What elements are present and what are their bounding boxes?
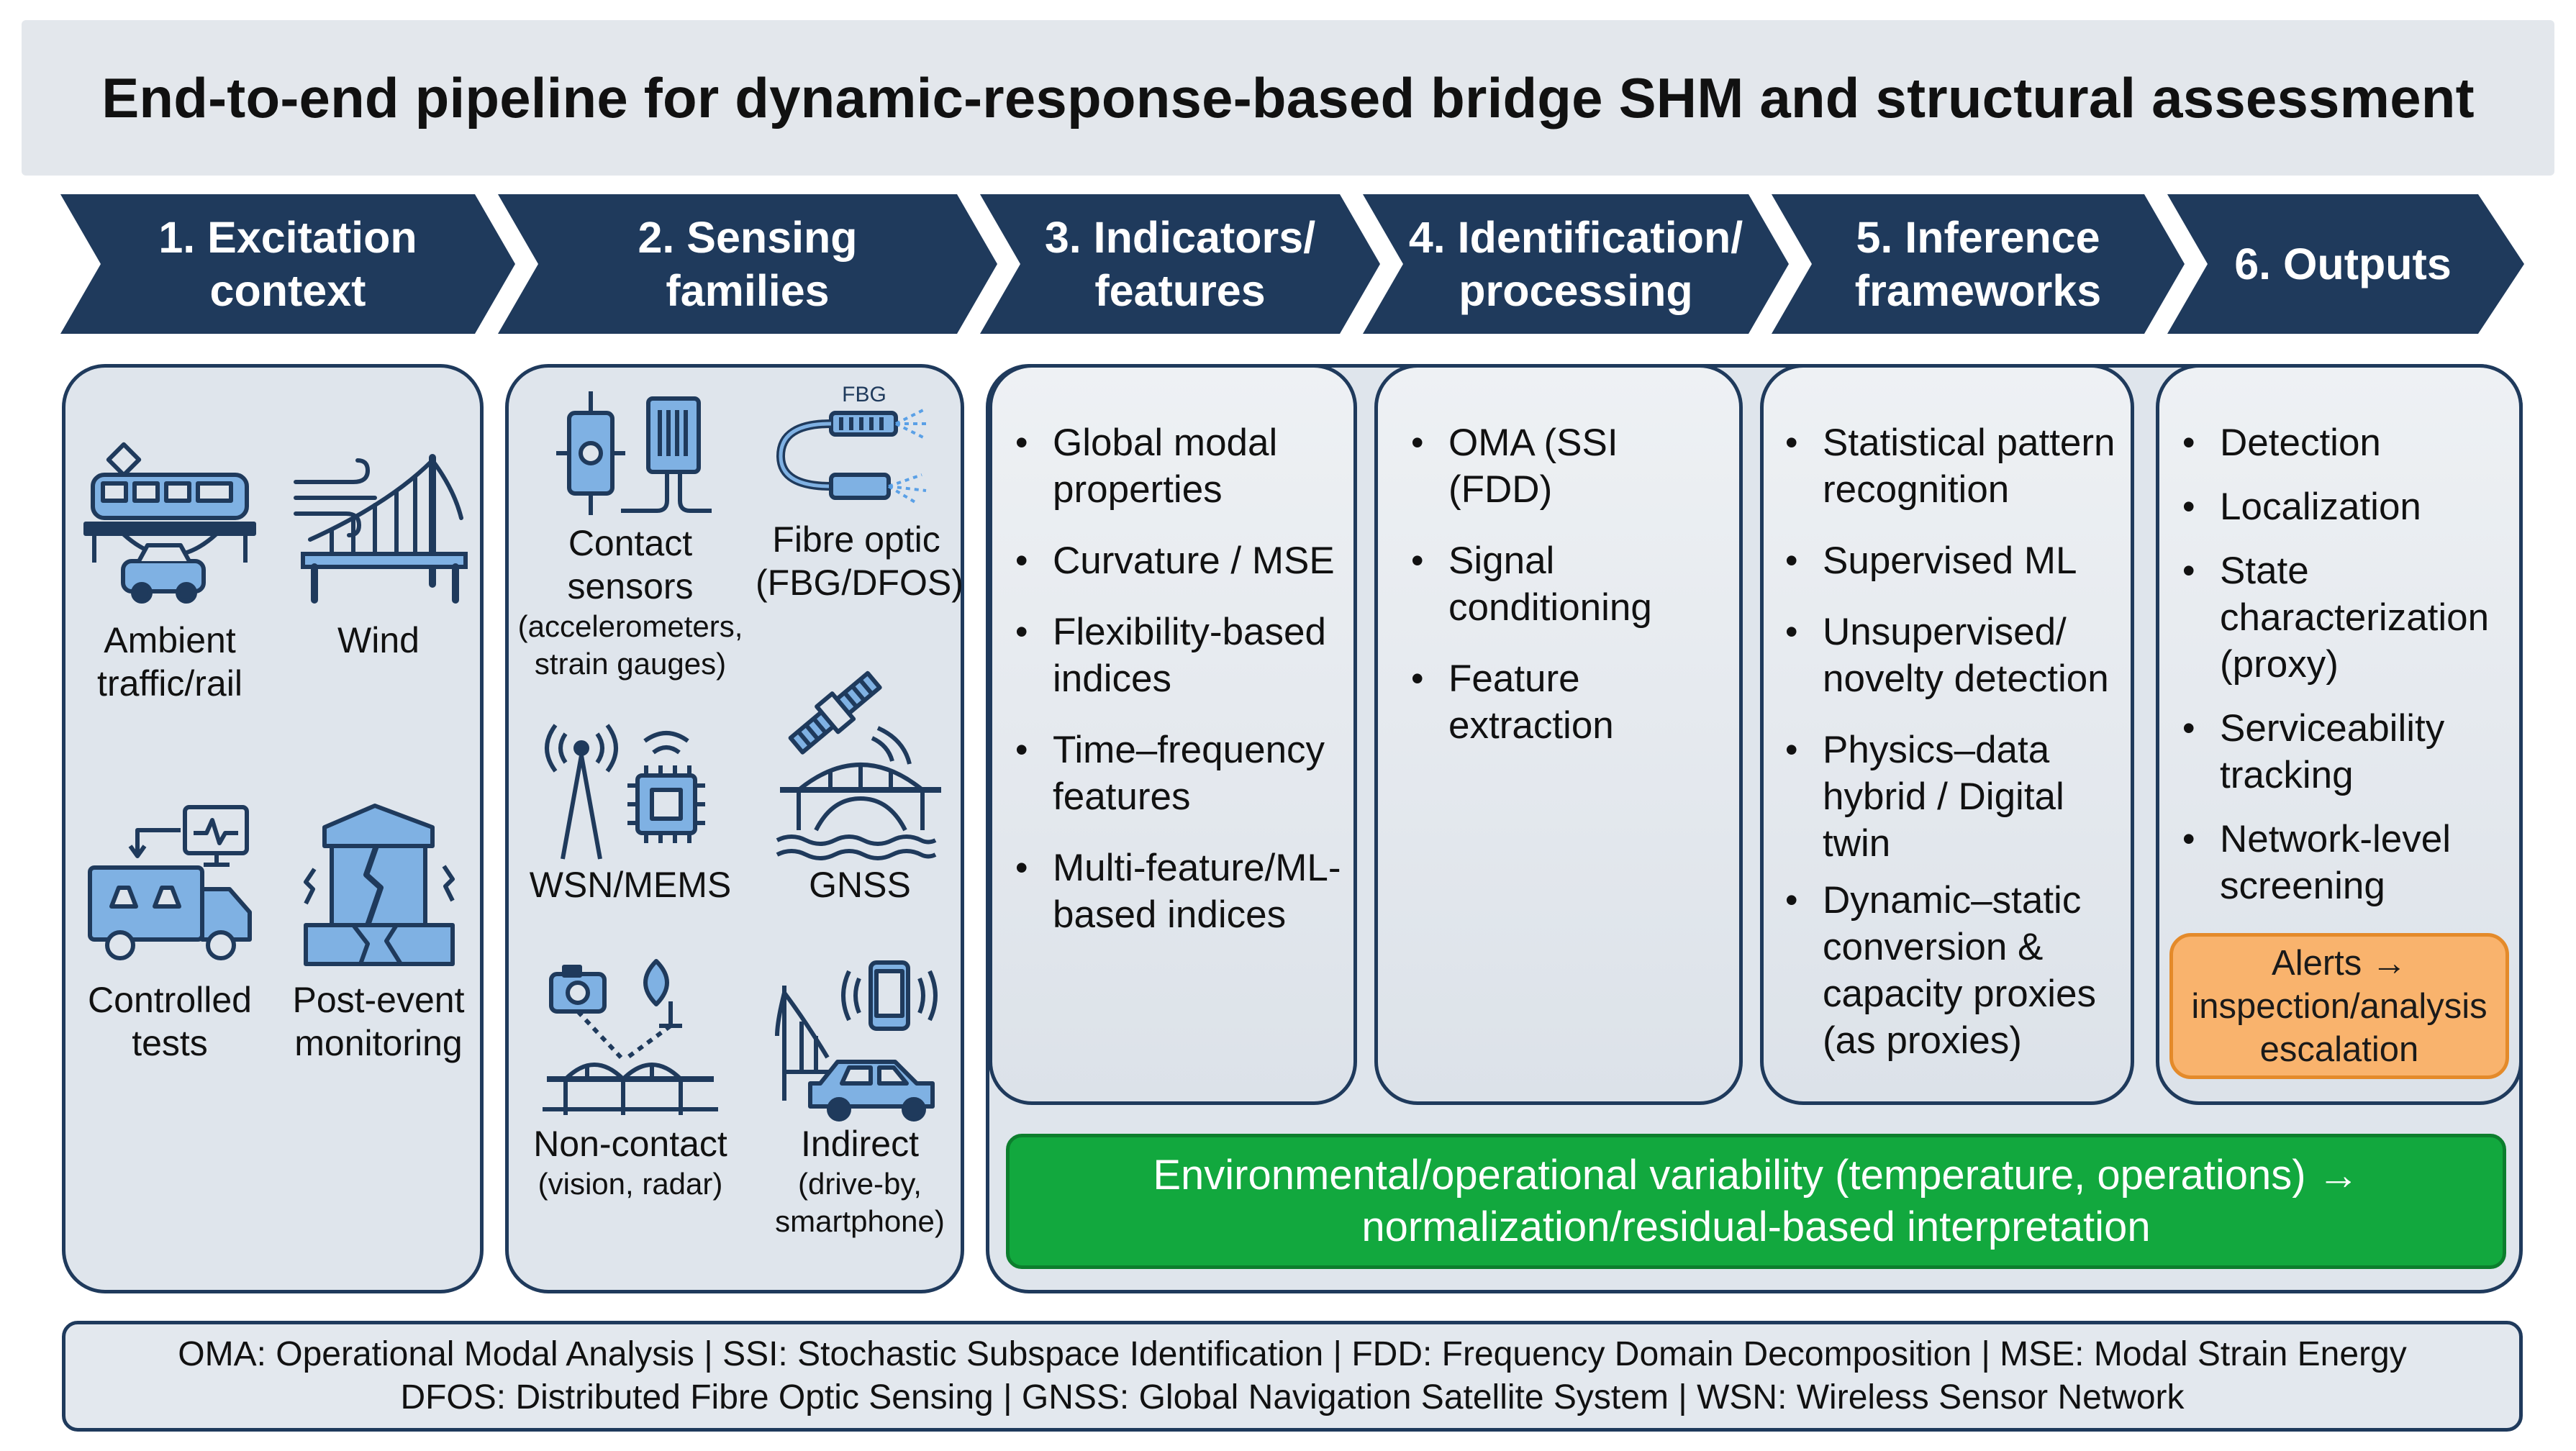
footer-line-1: OMA: Operational Modal Analysis | SSI: S…: [178, 1335, 2407, 1373]
diagram-title: End-to-end pipeline for dynamic-response…: [101, 65, 2475, 129]
stage-2-label: 2. Sensing families: [638, 213, 858, 315]
wind-bridge-icon: [294, 454, 468, 604]
train-bridge-icon: [83, 442, 256, 604]
ambient-traffic-cell: Ambient traffic/rail: [76, 439, 263, 705]
stage-6-label: 6. Outputs: [2234, 240, 2452, 288]
alerts-box: Alerts → inspection/analysis escalation: [2169, 933, 2509, 1079]
stage-5-label: 5. Inference frameworks: [1854, 213, 2102, 315]
noncontact-cell: Non-contact (vision, radar): [512, 957, 748, 1203]
identification-list: OMA (SSI (FDD) Signal conditioning Featu…: [1407, 419, 1735, 773]
fbg-tag: FBG: [842, 383, 886, 406]
wsn-tower-icon: [545, 724, 705, 860]
inference-item: Statistical pattern recognition: [1781, 419, 2131, 513]
identification-panel: OMA (SSI (FDD) Signal conditioning Featu…: [1374, 364, 1743, 1105]
output-item: Serviceability tracking: [2178, 705, 2519, 799]
title-bar: End-to-end pipeline for dynamic-response…: [22, 20, 2554, 176]
wind-caption: Wind: [337, 620, 419, 660]
fibre-optic-caption: Fibre optic (FBG/DFOS): [756, 519, 963, 603]
gnss-caption: GNSS: [809, 865, 911, 905]
fibre-optic-cell: FBG Fibre optic (FBG/DFOS): [756, 381, 963, 604]
identification-item: OMA (SSI (FDD): [1407, 419, 1735, 513]
indicators-panel: Global modal properties Curvature / MSE …: [989, 364, 1357, 1105]
identification-item: Signal conditioning: [1407, 537, 1735, 631]
contact-sensors-subcaption: (accelerometers, strain gauges): [517, 609, 743, 681]
accelerometer-icon: [556, 391, 712, 515]
stage-6-chevron: [2167, 194, 2524, 334]
indicator-item: Time–frequency features: [1011, 727, 1349, 820]
output-item: State characterization (proxy): [2178, 547, 2519, 688]
satellite-icon: [776, 670, 941, 860]
gnss-cell: GNSS: [763, 662, 957, 906]
post-event-cell: Post-event monitoring: [285, 799, 472, 1065]
indicator-item: Global modal properties: [1011, 419, 1349, 513]
stage-4-chevron: [1363, 194, 1789, 334]
inference-list: Statistical pattern recognition Supervis…: [1781, 419, 2131, 1088]
wsn-mems-caption: WSN/MEMS: [529, 865, 732, 905]
indicators-list: Global modal properties Curvature / MSE …: [1011, 419, 1349, 963]
vision-bridge-icon: [543, 959, 718, 1115]
indicator-item: Multi-feature/ML- based indices: [1011, 845, 1349, 938]
stage-3-chevron: [980, 194, 1380, 334]
inference-item: Dynamic–static conversion & capacity pro…: [1781, 877, 2131, 1064]
inference-panel: Statistical pattern recognition Supervis…: [1760, 364, 2134, 1105]
abbreviations-footer: OMA: Operational Modal Analysis | SSI: S…: [62, 1321, 2523, 1432]
test-truck-icon: [88, 805, 252, 960]
inference-item: Supervised ML: [1781, 537, 2131, 584]
environmental-variability-bar: Environmental/operational variability (t…: [1006, 1134, 2506, 1269]
output-item: Detection: [2178, 419, 2519, 466]
contact-sensors-caption: Contact sensors: [567, 523, 694, 606]
stage-4-label: 4. Identification/ processing: [1408, 213, 1743, 315]
output-item: Localization: [2178, 483, 2519, 530]
cracked-building-icon: [304, 804, 455, 966]
inference-item: Physics–data hybrid / Digital twin: [1781, 727, 2131, 867]
controlled-tests-caption: Controlled tests: [88, 980, 252, 1063]
outputs-list: Detection Localization State characteriz…: [2178, 419, 2519, 934]
indirect-caption: Indirect: [801, 1124, 919, 1164]
stage-1-label: 1. Excitation context: [158, 213, 417, 315]
indicator-item: Flexibility-based indices: [1011, 609, 1349, 702]
controlled-tests-cell: Controlled tests: [76, 799, 263, 1065]
noncontact-subcaption: (vision, radar): [538, 1167, 723, 1201]
ambient-traffic-caption: Ambient traffic/rail: [97, 620, 242, 704]
inference-item: Unsupervised/ novelty detection: [1781, 609, 2131, 702]
post-event-caption: Post-event monitoring: [292, 980, 465, 1063]
output-item: Network-level screening: [2178, 816, 2519, 909]
sensing-panel: [505, 364, 964, 1293]
indirect-cell: Indirect (drive-by, smartphone): [763, 957, 957, 1240]
stage-5-chevron: [1772, 194, 2185, 334]
stage-1-chevron: [60, 194, 515, 334]
noncontact-caption: Non-contact: [533, 1124, 727, 1164]
drive-by-car-icon: [775, 960, 938, 1122]
indirect-subcaption: (drive-by, smartphone): [775, 1167, 945, 1238]
fibre-optic-icon: FBG: [776, 383, 930, 505]
footer-line-2: DFOS: Distributed Fibre Optic Sensing | …: [400, 1378, 2185, 1416]
stage-chevrons: [60, 194, 2524, 334]
radar-dish-icon: [643, 959, 669, 1006]
wsn-mems-cell: WSN/MEMS: [512, 719, 748, 906]
indicator-item: Curvature / MSE: [1011, 537, 1349, 584]
contact-sensors-cell: Contact sensors (accelerometers, strain …: [512, 388, 748, 683]
wind-cell: Wind: [285, 439, 472, 662]
stage-2-chevron: [498, 194, 997, 334]
stage-3-label: 3. Indicators/ features: [1044, 213, 1316, 315]
identification-item: Feature extraction: [1407, 655, 1735, 749]
